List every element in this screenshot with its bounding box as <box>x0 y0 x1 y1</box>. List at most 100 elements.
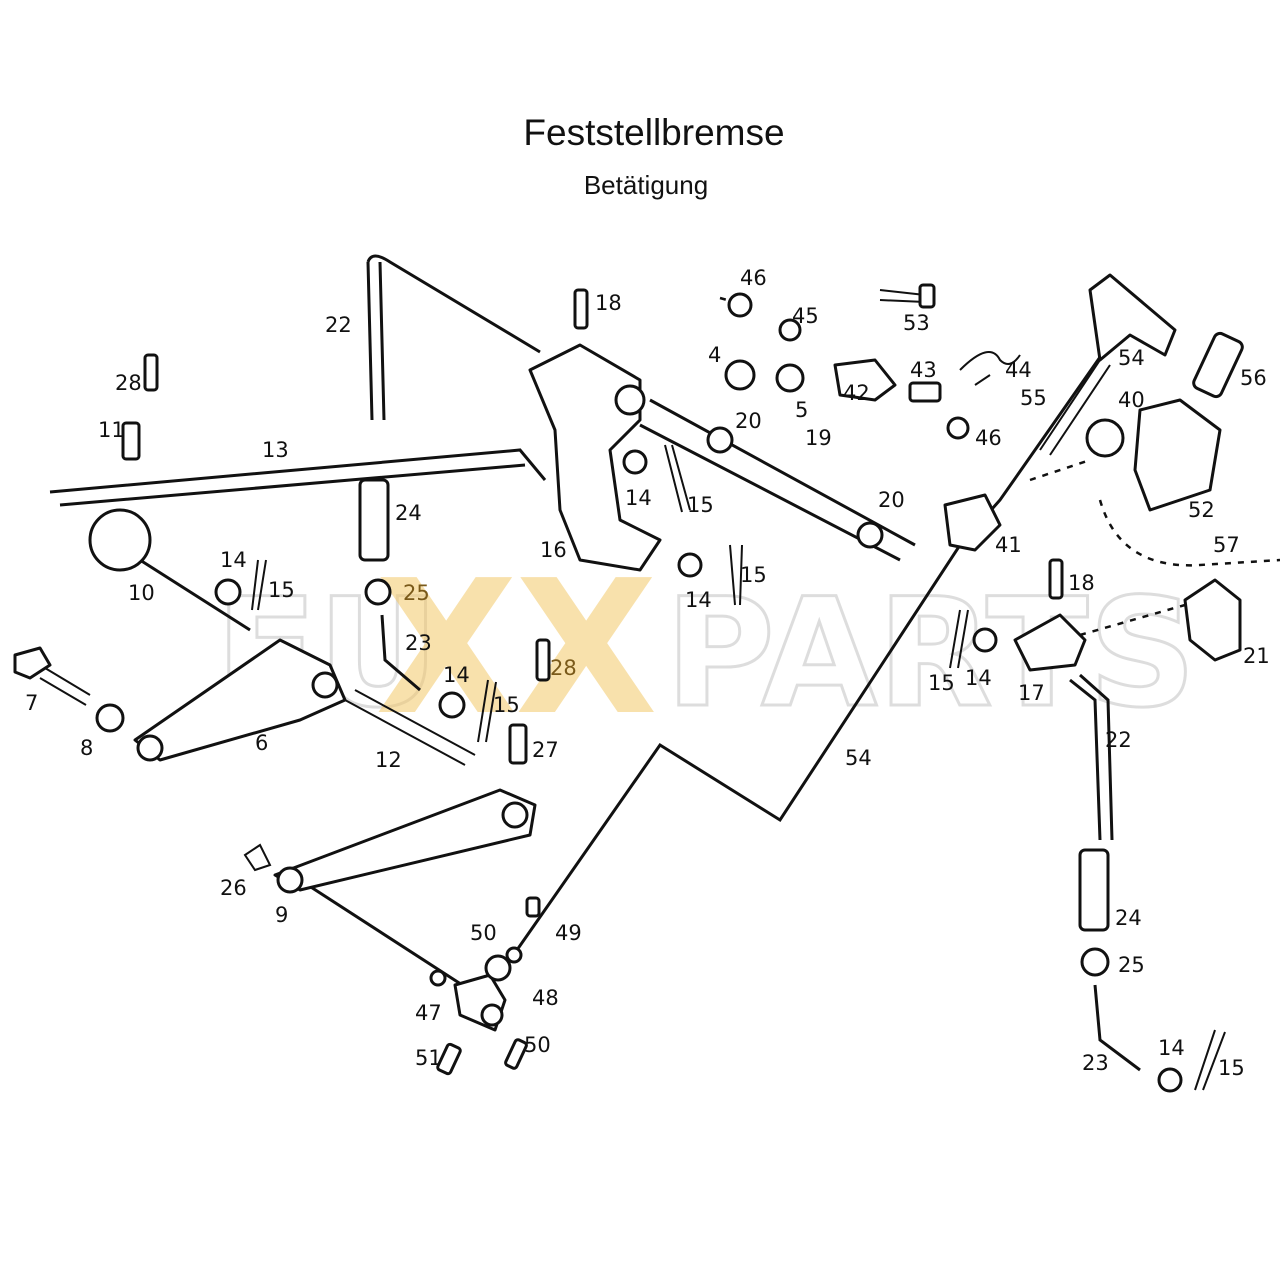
block-21 <box>1183 578 1242 662</box>
cotter-pin-15-c <box>729 544 743 606</box>
callout-56: 56 <box>1240 366 1267 390</box>
callout-15-d: 15 <box>493 693 520 717</box>
eye-6-a <box>136 734 164 762</box>
callout-15-c: 15 <box>740 563 767 587</box>
sleeve-56 <box>1192 331 1244 399</box>
bracket-52 <box>1133 398 1222 512</box>
sleeve-20-a <box>706 426 734 454</box>
washer-14-c <box>677 552 703 578</box>
pin-50-top <box>505 946 523 964</box>
rod-13 <box>49 448 547 507</box>
sleeve-20-b <box>856 521 884 549</box>
eye-6-b <box>311 671 339 699</box>
sleeve-24-right <box>1078 848 1110 932</box>
block-42 <box>833 358 897 402</box>
switch-40 <box>1085 418 1125 458</box>
spring-48 <box>484 954 512 982</box>
callout-47: 47 <box>415 1001 442 1025</box>
dash-46 <box>719 296 746 307</box>
callout-57: 57 <box>1213 533 1240 557</box>
pin-28-left <box>143 353 159 392</box>
washer-14-d <box>438 691 466 719</box>
pin-18-right <box>1048 558 1064 600</box>
page-subtitle: Betätigung <box>583 170 709 200</box>
pin-51 <box>436 1042 462 1076</box>
pin-line-10 <box>139 558 251 632</box>
washer-14-f <box>1157 1067 1183 1093</box>
callout-14-b: 14 <box>625 486 652 510</box>
callout-20-b: 20 <box>878 488 905 512</box>
callout-23-a: 23 <box>405 631 432 655</box>
callout-50-b: 50 <box>524 1033 551 1057</box>
dash-52 <box>1029 458 1091 482</box>
callout-43: 43 <box>910 358 937 382</box>
callout-25-a: 25 <box>403 581 430 605</box>
callout-17: 17 <box>1018 681 1045 705</box>
callout-42: 42 <box>843 381 870 405</box>
callout-45: 45 <box>792 304 819 328</box>
callout-8: 8 <box>80 736 93 760</box>
spring-44 <box>959 351 1021 386</box>
pin-49 <box>525 896 541 918</box>
callout-18-b: 18 <box>1068 571 1095 595</box>
callout-51: 51 <box>415 1046 442 1070</box>
eye-16 <box>614 384 646 416</box>
bolt-7 <box>13 646 52 680</box>
callout-4: 4 <box>708 343 721 367</box>
eye-48 <box>480 1003 504 1027</box>
callout-28-b: 28 <box>550 656 577 680</box>
callouts: 4 5 6 7 8 9 10 11 12 13 14 14 14 14 14 1… <box>25 266 1270 1080</box>
bolt-53-head <box>918 283 936 309</box>
washer-46-bottom <box>946 416 970 440</box>
callout-28-a: 28 <box>115 371 142 395</box>
rods <box>49 254 1280 1072</box>
bolt-7-thread <box>39 667 91 706</box>
washer-14-b <box>622 449 648 475</box>
callout-11: 11 <box>98 418 125 442</box>
nut-25-right <box>1080 947 1110 977</box>
callout-9: 9 <box>275 903 288 927</box>
callout-6: 6 <box>255 731 268 755</box>
callout-14-f: 14 <box>1158 1036 1185 1060</box>
callout-48: 48 <box>532 986 559 1010</box>
callout-20-a: 20 <box>735 409 762 433</box>
callout-14-e: 14 <box>965 666 992 690</box>
pin-11 <box>121 421 141 461</box>
dash-21 <box>1079 603 1186 637</box>
sleeve-24-left <box>358 478 390 562</box>
callout-14-d: 14 <box>443 663 470 687</box>
callout-21: 21 <box>1243 644 1270 668</box>
callout-22-b: 22 <box>1105 728 1132 752</box>
nut-25-left <box>364 578 392 606</box>
callout-27: 27 <box>532 738 559 762</box>
pin-27 <box>508 723 528 765</box>
callout-19: 19 <box>805 426 832 450</box>
callout-50-a: 50 <box>470 921 497 945</box>
callout-14-c: 14 <box>685 588 712 612</box>
washer-14-a <box>214 578 242 606</box>
callout-26: 26 <box>220 876 247 900</box>
pin-47 <box>429 969 447 987</box>
cotter-pin-15-a <box>251 559 267 611</box>
eye-9-a <box>276 866 304 894</box>
shaft-19 <box>639 398 916 562</box>
callout-24-b: 24 <box>1115 906 1142 930</box>
callout-53: 53 <box>903 311 930 335</box>
cotter-pin-15-e <box>949 609 969 669</box>
callout-15-e: 15 <box>928 671 955 695</box>
callout-52: 52 <box>1188 498 1215 522</box>
lever-41 <box>943 493 1002 552</box>
callout-14-a: 14 <box>220 548 247 572</box>
callout-24-a: 24 <box>395 501 422 525</box>
rod-22-left <box>366 254 541 421</box>
page-title: Feststellbremse <box>523 112 785 153</box>
callout-25-b: 25 <box>1118 953 1145 977</box>
callout-5: 5 <box>795 398 808 422</box>
rod-55 <box>1039 359 1111 456</box>
clip-26 <box>243 843 272 872</box>
nut-4 <box>724 359 756 391</box>
cotter-pin-15-b <box>664 444 691 513</box>
washer-46-top <box>727 292 753 318</box>
callout-44: 44 <box>1005 358 1032 382</box>
